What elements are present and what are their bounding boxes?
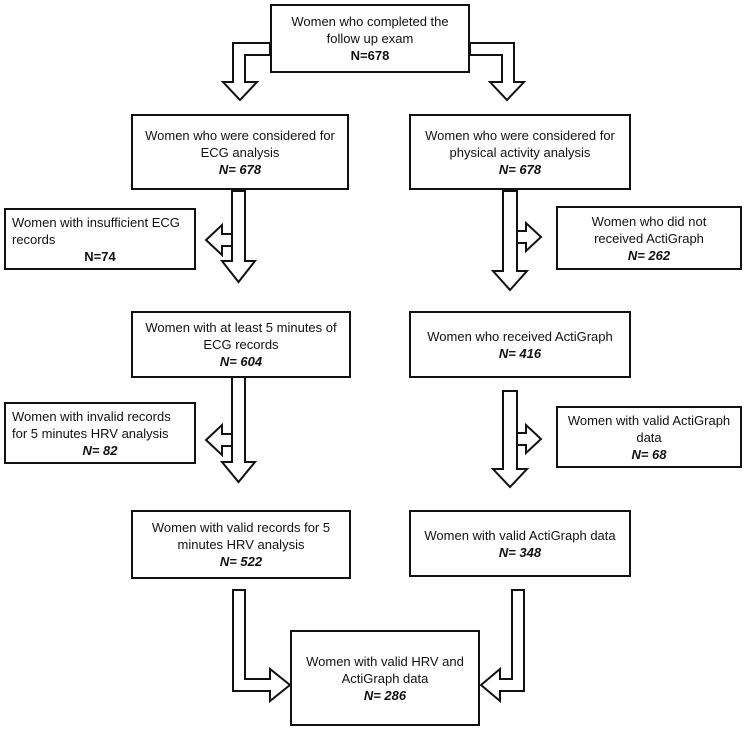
box-ecg-5min: Women with at least 5 minutes of ECG rec…: [131, 311, 351, 378]
box-no-actigraph: Women who did not received ActiGraph N= …: [556, 206, 742, 270]
count: N= 678: [498, 161, 542, 177]
count: N= 678: [218, 161, 262, 177]
arrow-hrv-to-final: [232, 589, 292, 704]
arrow-ecg-down-1: [219, 190, 258, 284]
count: N= 348: [498, 544, 542, 560]
count: N= 82: [82, 442, 118, 458]
box-ecg-considered: Women who were considered for ECG analys…: [131, 114, 349, 190]
arrow-actigraph-to-final: [479, 589, 525, 704]
count: N= 262: [627, 247, 671, 263]
arrow-top-to-pa: [469, 42, 527, 102]
arrow-ecg-branch-2: [204, 422, 233, 458]
box-received-actigraph: Women who received ActiGraph N= 416: [409, 311, 631, 378]
arrow-pa-branch-2: [516, 422, 543, 456]
box-final-cohort: Women with valid HRV and ActiGraph data …: [290, 630, 480, 726]
box-ecg-insufficient: Women with insufficient ECG records N=74: [4, 208, 196, 270]
count: N=74: [84, 248, 116, 264]
box-valid-actigraph: Women with valid ActiGraph data N= 348: [409, 510, 631, 577]
arrow-pa-down-1: [490, 190, 530, 292]
count: N= 604: [219, 354, 263, 369]
box-invalid-hrv: Women with invalid records for 5 minutes…: [4, 402, 196, 464]
box-completed-followup: Women who completed the follow up exam N…: [270, 4, 470, 73]
count: N= 416: [498, 345, 542, 361]
box-excluded-actigraph: Women with valid ActiGraph data N= 68: [556, 406, 742, 468]
arrow-ecg-down-2: [219, 361, 258, 484]
arrow-pa-branch-1: [516, 220, 543, 254]
arrow-pa-down-2: [490, 390, 530, 489]
count: N= 68: [631, 446, 667, 462]
count: N= 286: [363, 687, 407, 703]
box-pa-considered: Women who were considered for physical a…: [409, 114, 631, 190]
box-valid-hrv: Women with valid records for 5 minutes H…: [131, 510, 351, 579]
count: N=678: [350, 48, 390, 63]
arrow-ecg-branch-1: [204, 222, 233, 258]
arrow-top-to-ecg: [220, 42, 271, 102]
count: N= 522: [219, 554, 263, 569]
